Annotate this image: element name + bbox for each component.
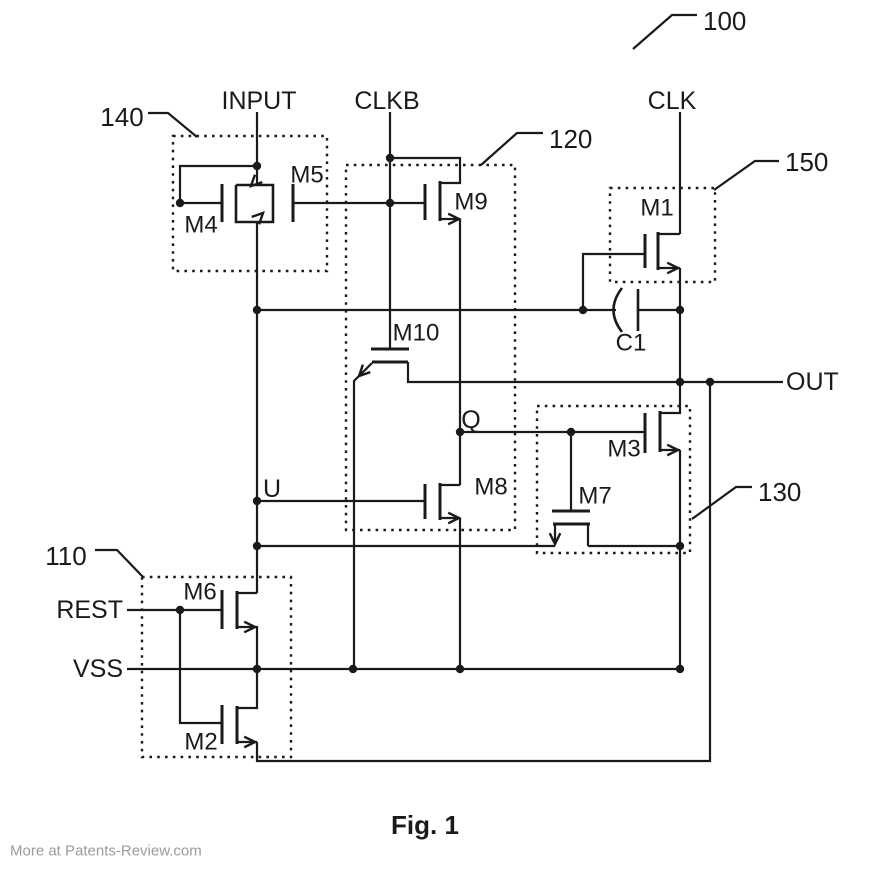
watermark-text: More at Patents-Review.com (10, 843, 202, 860)
junction-dot-11 (252, 496, 262, 506)
junction-dot-4 (252, 305, 262, 315)
m1-gate-loop (581, 252, 645, 310)
device-label-m4: M4 (184, 212, 217, 239)
m9-source-arrow (447, 212, 462, 226)
m2-drain-path (237, 669, 259, 710)
device-label-m5: M5 (290, 162, 323, 189)
m2-gate-wire (178, 610, 222, 725)
junction-dot-12 (252, 541, 262, 551)
leader-150 (713, 159, 779, 191)
junction-dot-6 (675, 305, 685, 315)
port-label-clk: CLK (648, 87, 697, 115)
junction-dot-9 (455, 427, 465, 437)
device-label-c1: C1 (616, 330, 647, 357)
block-150-box (608, 186, 717, 284)
out-right-rail (255, 382, 712, 763)
junction-dot-16 (348, 664, 358, 674)
junction-dot-5 (578, 305, 588, 315)
junction-dot-17 (455, 664, 465, 674)
passgate-channel-box (234, 183, 275, 224)
device-label-m10: M10 (393, 320, 440, 347)
m2-source-arrow (243, 735, 258, 749)
device-label-m2: M2 (184, 729, 217, 756)
block-120-box (344, 163, 517, 532)
figure-caption: Fig. 1 (391, 810, 459, 840)
m10-drain-out-wire (406, 362, 783, 384)
leader-130 (691, 485, 752, 520)
junction-dot-0 (252, 161, 262, 171)
net-label-q: Q (461, 406, 480, 434)
junction-dot-13 (675, 541, 685, 551)
junction-dot-10 (566, 427, 576, 437)
device-label-m7: M7 (578, 483, 611, 510)
m10-source-path (352, 362, 373, 669)
ref-label-130: 130 (758, 477, 801, 507)
ref-label-150: 150 (785, 147, 828, 177)
port-label-input: INPUT (222, 87, 297, 115)
ref-label-110: 110 (45, 541, 86, 571)
junction-dot-1 (175, 198, 185, 208)
device-label-m6: M6 (183, 579, 216, 606)
m4-gate-loop (178, 164, 257, 205)
m8-source-arrow (447, 511, 462, 525)
device-label-m9: M9 (454, 189, 487, 216)
junction-dot-3 (385, 198, 395, 208)
device-label-m8: M8 (474, 474, 507, 501)
m7-source-arrow (548, 532, 562, 547)
port-label-out: OUT (786, 368, 839, 396)
m3-drain-path (660, 382, 682, 415)
port-label-clkb: CLKB (354, 87, 419, 115)
net-label-u: U (263, 475, 281, 503)
m6-source-path (237, 625, 259, 669)
m6-source-arrow (243, 620, 258, 634)
junction-dot-18 (675, 664, 685, 674)
m9-drain-path (390, 156, 462, 185)
leader-100 (632, 13, 697, 50)
ref-label-140: 140 (100, 102, 143, 132)
passgate-top-arrow (249, 174, 263, 188)
junction-dot-8 (705, 377, 715, 387)
junction-dot-14 (175, 605, 185, 615)
m10-source-arrow (357, 364, 371, 378)
junction-dot-7 (675, 377, 685, 387)
port-label-rest: REST (56, 596, 123, 624)
leader-120 (480, 131, 543, 166)
junction-dot-2 (385, 153, 395, 163)
port-label-vss: VSS (73, 655, 123, 683)
m3-source-arrow (666, 443, 681, 457)
device-label-m1: M1 (640, 195, 673, 222)
junction-dot-15 (252, 664, 262, 674)
block-130-box (535, 404, 692, 555)
leader-140 (148, 111, 198, 138)
passgate-bottom-arrow (251, 211, 265, 225)
ref-label-100: 100 (703, 6, 746, 36)
ref-label-120: 120 (549, 124, 592, 154)
m1-source-arrow (666, 261, 681, 275)
device-label-m3: M3 (607, 436, 640, 463)
capacitor-c1-curved-plate (612, 287, 624, 333)
leader-110 (95, 548, 144, 578)
